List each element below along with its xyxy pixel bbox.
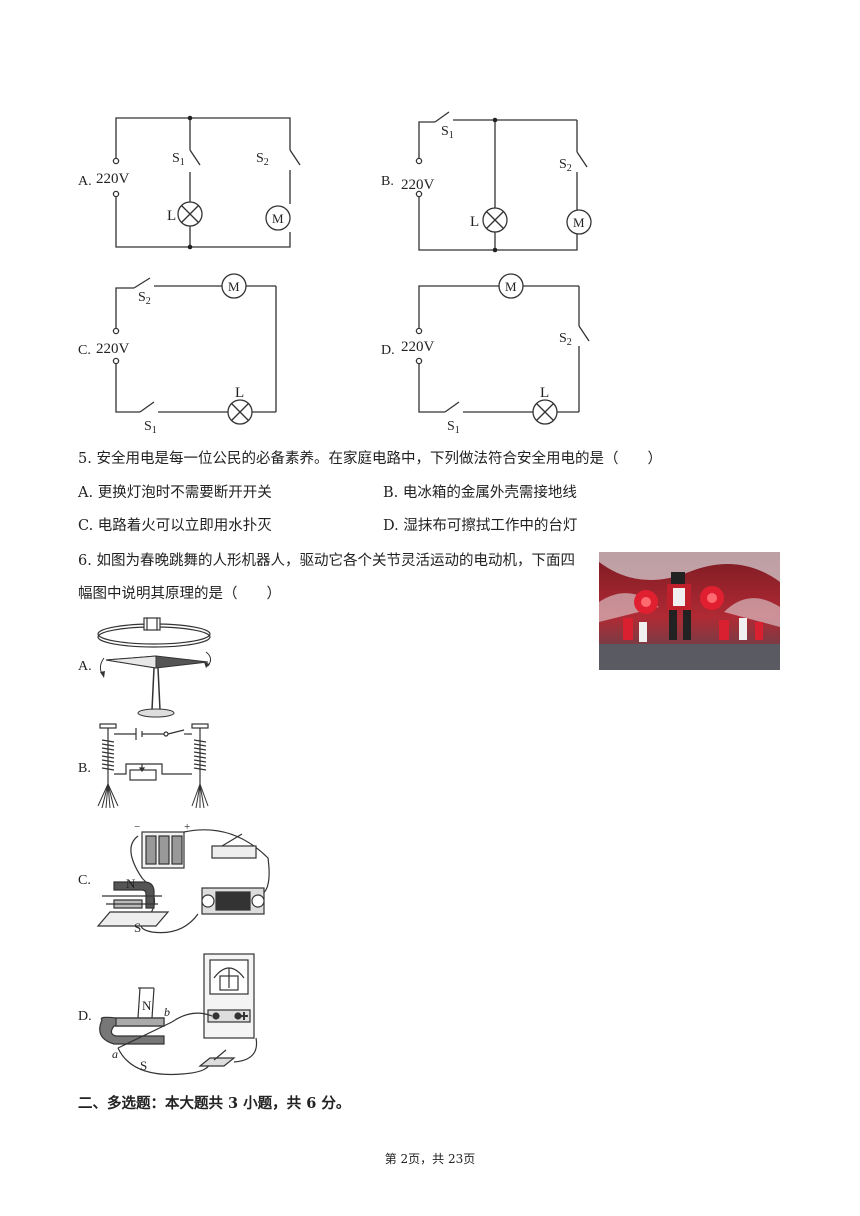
question-6-option-b-label: B.	[78, 761, 91, 776]
figure-oersted-experiment	[92, 612, 222, 720]
circuit-diagram: 220V S2 S1 L M	[96, 273, 277, 435]
motor-label: M	[573, 215, 585, 230]
magnet-north-label: N	[142, 998, 152, 1013]
option-label: B.	[381, 174, 394, 189]
question-6-option-a-label: A.	[78, 659, 92, 674]
option-label: A.	[78, 174, 92, 189]
question-5-option-d: D. 湿抹布可擦拭工作中的台灯	[383, 518, 578, 534]
circuit-option-d: D. 220V S2 S1 L M	[375, 270, 615, 435]
switch-s2-label: S2	[559, 157, 572, 174]
voltage-label: 220V	[96, 341, 130, 357]
voltage-label: 220V	[96, 171, 130, 187]
question-6-stem-line1: 6. 如图为春晚跳舞的人形机器人，驱动它各个关节灵活运动的电动机，下面四	[78, 553, 575, 569]
figure-electromagnetic-induction: N S b a	[92, 948, 272, 1080]
option-label: D.	[381, 343, 395, 358]
voltage-label: 220V	[401, 339, 435, 355]
wire-end-a-label: a	[112, 1047, 118, 1061]
battery-plus-label: +	[184, 821, 190, 833]
circuit-option-b: B. 220V S1 S2 L M	[375, 110, 615, 255]
lamp-label: L	[470, 214, 479, 230]
switch-s1-label: S1	[144, 419, 157, 435]
figure-current-in-magnetic-field: − + N S	[92, 818, 274, 940]
circuit-diagram: 220V S1 S2 L M	[401, 111, 592, 253]
section-2-title: 二、多选题：本大题共 3 小题，共 6 分。	[78, 1095, 351, 1112]
magnet-south-label: S	[140, 1058, 147, 1073]
question-5-option-c: C. 电路着火可以立即用水扑灭	[78, 518, 272, 534]
motor-label: M	[505, 279, 517, 294]
motor-label: M	[272, 211, 284, 226]
circuit-diagram: 220V S1 S2 L M	[96, 115, 301, 250]
lamp-label: L	[540, 385, 549, 401]
figure-electromagnets	[92, 720, 217, 810]
question-6-stem-line2: 幅图中说明其原理的是（ ）	[78, 586, 281, 602]
magnet-north-label: N	[126, 876, 136, 891]
wire-end-b-label: b	[164, 1005, 170, 1019]
motor-label: M	[228, 279, 240, 294]
robot-dance-photo	[599, 552, 780, 670]
circuit-diagram: 220V S2 S1 L M	[401, 273, 590, 435]
circuit-option-a: A. 220V S1 S2 L M	[70, 110, 310, 255]
option-label: C.	[78, 343, 91, 358]
question-5-option-a: A. 更换灯泡时不需要断开开关	[78, 485, 272, 501]
switch-s2-label: S2	[138, 290, 151, 307]
question-6-option-d-label: D.	[78, 1009, 92, 1024]
battery-minus-label: −	[134, 821, 140, 833]
switch-s2-label: S2	[559, 331, 572, 348]
switch-s2-label: S2	[256, 151, 269, 168]
circuit-option-c: C. 220V S2 S1 L M	[70, 270, 310, 435]
page-number: 第 2页，共 23页	[384, 1152, 476, 1166]
question-5-stem: 5. 安全用电是每一位公民的必备素养。在家庭电路中，下列做法符合安全用电的是（ …	[78, 451, 662, 467]
lamp-label: L	[235, 385, 244, 401]
question-6-option-c-label: C.	[78, 873, 91, 888]
switch-s1-label: S1	[447, 419, 460, 435]
switch-s1-label: S1	[441, 124, 454, 141]
switch-s1-label: S1	[172, 151, 185, 168]
lamp-label: L	[167, 208, 176, 224]
question-5-option-b: B. 电冰箱的金属外壳需接地线	[383, 485, 577, 501]
magnet-south-label: S	[134, 920, 141, 935]
voltage-label: 220V	[401, 177, 435, 193]
